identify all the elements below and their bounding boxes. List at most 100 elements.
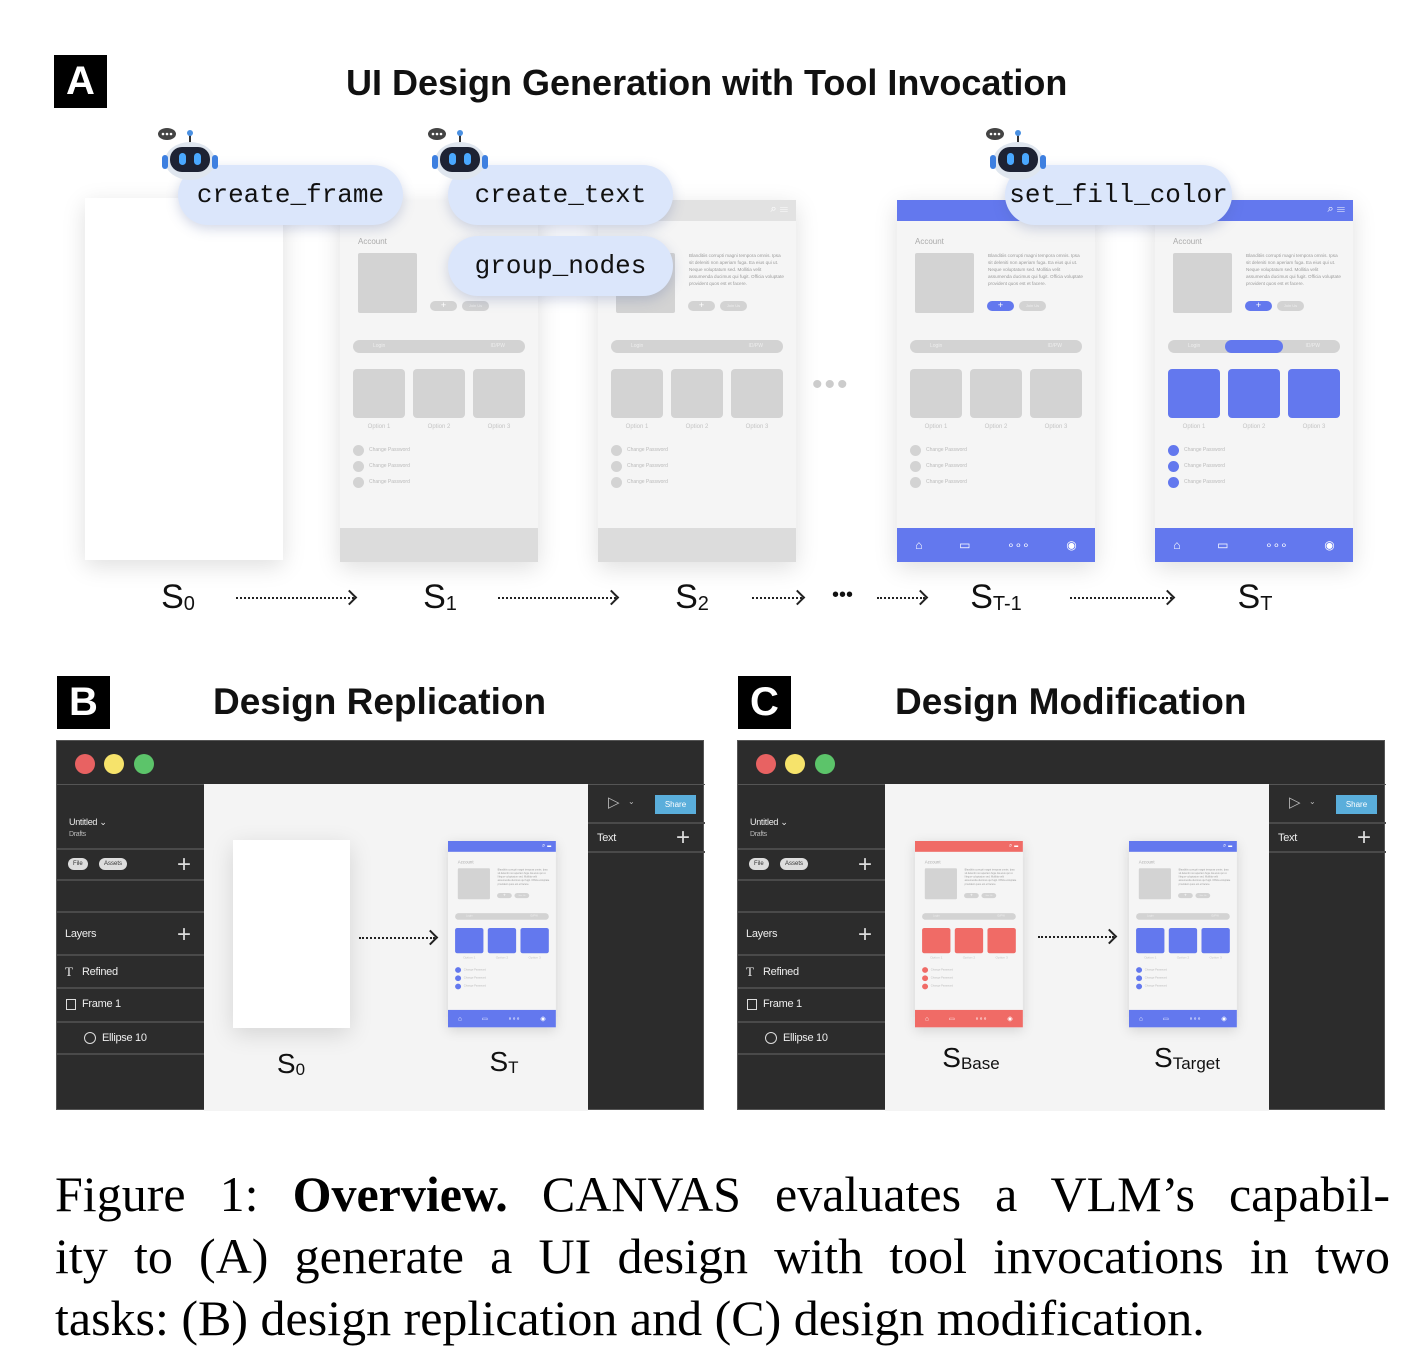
file-name-dropdown[interactable]: Untitled ⌄: [69, 817, 107, 827]
play-icon[interactable]: ▷: [1289, 794, 1301, 811]
left-sidebar: Untitled ⌄ Drafts File Assets + Layers +…: [738, 784, 885, 1111]
right-panel: ▷ ⌄ Share Text +: [1269, 784, 1386, 1111]
caption-bold: Overview.: [292, 1166, 508, 1222]
profile-icon: ◉: [1324, 538, 1335, 552]
option-card: [987, 928, 1016, 954]
close-window-button[interactable]: [75, 754, 95, 774]
image-placeholder: [915, 253, 974, 313]
option-card: [922, 928, 951, 954]
top-bar: ⌕ ☰: [448, 841, 556, 852]
option-card: [970, 369, 1022, 418]
file-name-dropdown[interactable]: Untitled ⌄: [750, 817, 788, 827]
file-tab[interactable]: File: [68, 858, 88, 870]
layer-item[interactable]: Refined: [763, 966, 799, 978]
add-layer-icon[interactable]: +: [177, 921, 192, 948]
option-label: Option 2: [962, 956, 976, 960]
chat-icon: ▭: [948, 1015, 956, 1023]
change-password-label: Change Password: [369, 463, 410, 469]
radio-dot: [910, 461, 921, 472]
file-tab[interactable]: File: [749, 858, 769, 870]
option-label: Option 2: [427, 424, 451, 430]
chevron-down-icon[interactable]: ⌄: [1309, 797, 1316, 806]
dotted-arrow: [236, 597, 354, 599]
segment-active: [1225, 340, 1283, 353]
image-placeholder: [924, 868, 957, 900]
caption-line1: CANVAS evaluates a VLM’s capabil-: [541, 1166, 1390, 1222]
option-card: [1201, 928, 1230, 954]
panel-b-title: Design Replication: [213, 681, 547, 722]
bottom-nav: ⌂▭∘∘∘◉: [897, 528, 1095, 562]
chevron-down-icon[interactable]: ⌄: [628, 797, 635, 806]
layer-item[interactable]: Frame 1: [82, 998, 121, 1010]
option-card: [1288, 369, 1340, 418]
account-label: Account: [1173, 237, 1202, 246]
option-label: Option 3: [995, 956, 1008, 960]
play-icon[interactable]: ▷: [608, 794, 620, 811]
dotted-arrow: [498, 597, 616, 599]
login-label: Login: [930, 343, 943, 349]
maximize-window-button[interactable]: [134, 754, 154, 774]
layer-item[interactable]: Frame 1: [763, 998, 802, 1010]
bottom-nav: [598, 528, 796, 562]
change-password-label: Change Password: [1144, 976, 1168, 980]
minimize-window-button[interactable]: [104, 754, 124, 774]
option-card: [1168, 928, 1198, 954]
idpw-label: ID/PW: [1047, 343, 1062, 349]
assets-tab[interactable]: Assets: [780, 858, 809, 870]
profile-icon: ◉: [540, 1015, 546, 1023]
text-section-label: Text: [1278, 832, 1297, 844]
join-button: Join Us: [720, 301, 747, 311]
search-menu-icon: ⌕ ☰: [1009, 842, 1019, 849]
radio-dot: [1136, 983, 1143, 990]
assets-tab[interactable]: Assets: [99, 858, 128, 870]
option-label: Option 3: [745, 424, 769, 430]
option-card: [1228, 369, 1280, 418]
caption-line3: tasks: (B) design replication and (C) de…: [55, 1290, 1205, 1346]
radio-dot: [922, 967, 929, 973]
idpw-label: ID/PW: [490, 343, 505, 349]
change-password-label: Change Password: [627, 447, 668, 453]
maximize-window-button[interactable]: [815, 754, 835, 774]
panel-a-letter: A: [54, 55, 107, 108]
paragraph-text: Blanditiis corrupti magni tempora omnis.…: [964, 868, 1017, 886]
share-button[interactable]: Share: [655, 795, 696, 814]
change-password-label: Change Password: [463, 976, 487, 980]
more-icon: ∘∘∘: [1265, 538, 1288, 552]
add-text-icon[interactable]: +: [1357, 824, 1372, 851]
layer-item[interactable]: Refined: [82, 966, 118, 978]
layer-item[interactable]: Ellipse 10: [102, 1032, 147, 1044]
add-text-icon[interactable]: +: [676, 824, 691, 851]
share-button[interactable]: Share: [1336, 795, 1377, 814]
option-card: [1136, 928, 1165, 954]
bottom-nav: [340, 528, 538, 562]
radio-dot: [455, 967, 462, 973]
radio-dot: [455, 983, 462, 990]
minimize-window-button[interactable]: [785, 754, 805, 774]
add-icon[interactable]: +: [858, 851, 873, 878]
add-layer-icon[interactable]: +: [858, 921, 873, 948]
chat-icon: ▭: [1162, 1015, 1170, 1023]
state-label: ST: [1237, 578, 1273, 616]
change-password-label: Change Password: [1184, 479, 1225, 485]
layer-item[interactable]: Ellipse 10: [783, 1032, 828, 1044]
state-label: S1: [423, 578, 457, 616]
option-card: [473, 369, 525, 418]
radio-dot: [1168, 461, 1179, 472]
idpw-label: ID/PW: [748, 343, 763, 349]
change-password-label: Change Password: [627, 479, 668, 485]
close-window-button[interactable]: [756, 754, 776, 774]
radio-dot: [910, 477, 921, 488]
bottom-nav: ⌂▭∘∘∘◉: [448, 1009, 556, 1028]
join-button: Join Us: [1195, 893, 1211, 899]
drafts-label: Drafts: [750, 831, 767, 838]
caption-line2: ity to (A) generate a UI design with too…: [55, 1228, 1390, 1284]
add-icon[interactable]: +: [177, 851, 192, 878]
radio-dot: [455, 975, 462, 982]
radio-dot: [922, 975, 929, 982]
top-bar: ⌕ ☰: [1129, 841, 1237, 852]
